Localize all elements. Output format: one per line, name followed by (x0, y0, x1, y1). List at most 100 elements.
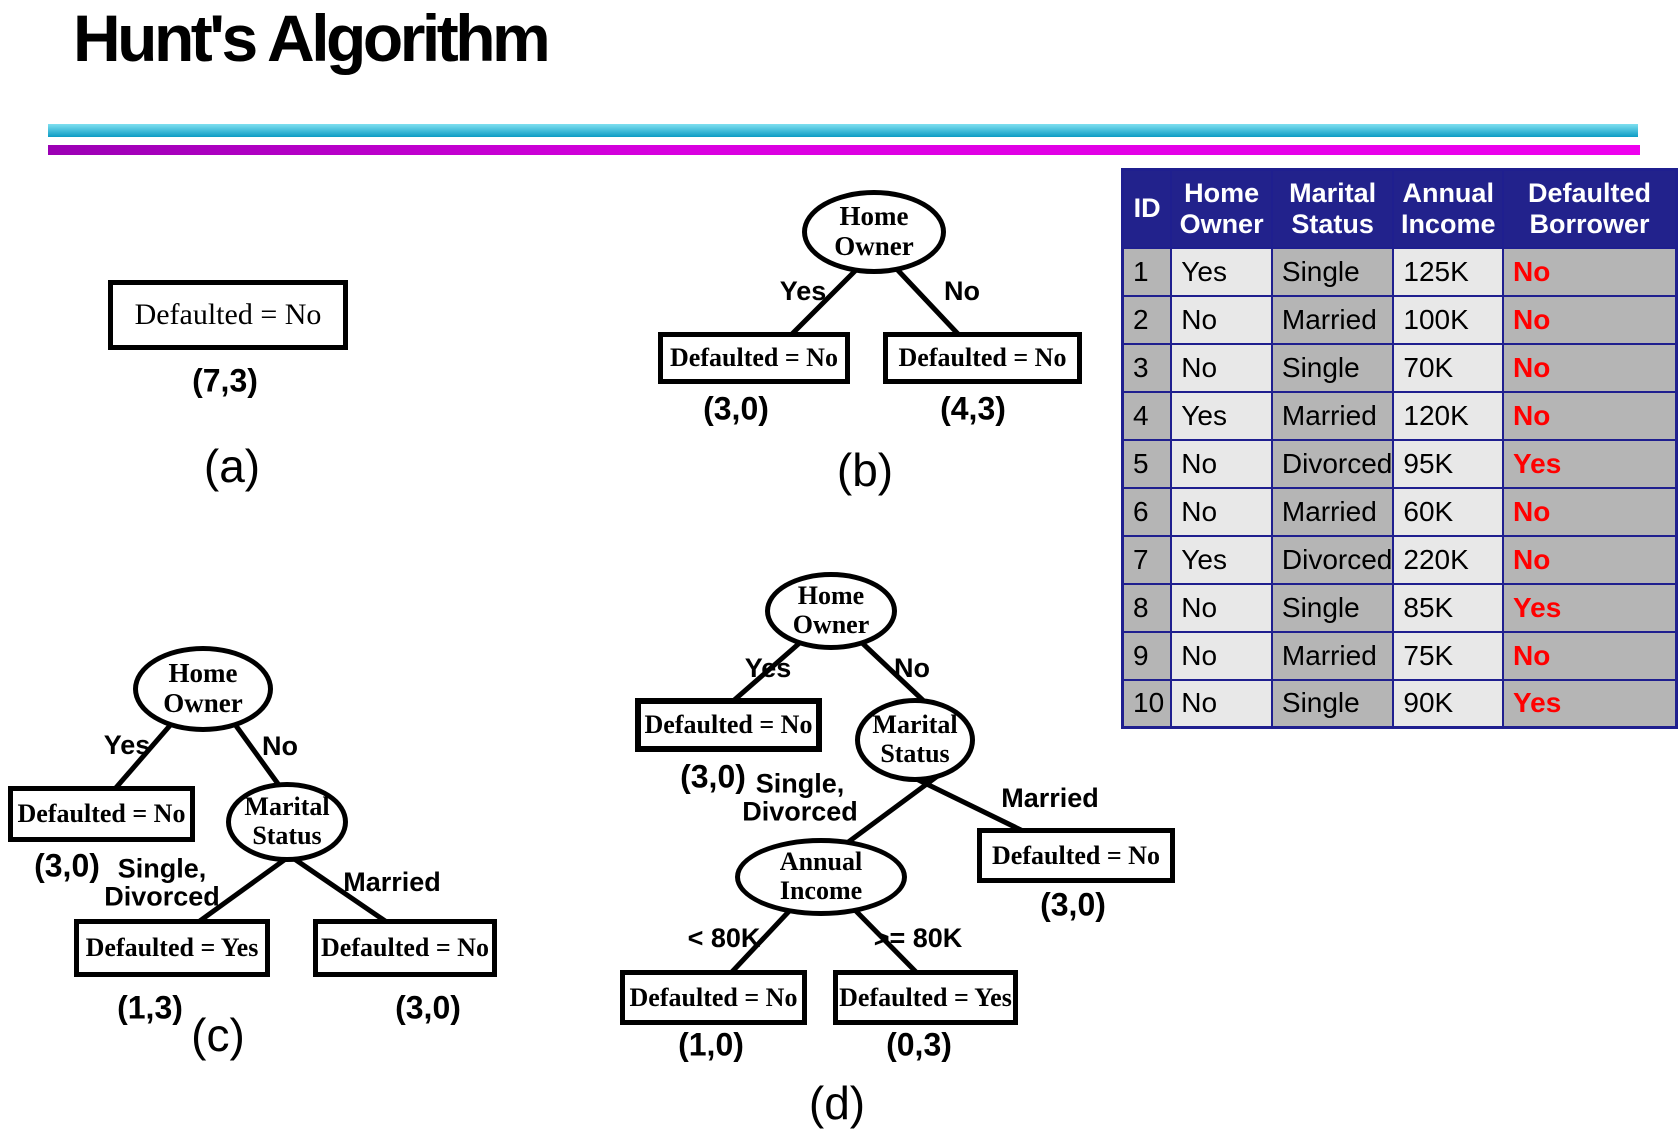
tree-d-root-line1: Home (797, 581, 865, 611)
tree-d-label: (d) (808, 1077, 866, 1129)
tree-b-leaf-no-box: Defaulted = No (883, 332, 1082, 384)
tree-d-branch-yes-line (730, 638, 805, 704)
tree-c-label: (c) (191, 1009, 245, 1061)
cell-id: 5 (1121, 438, 1173, 489)
tree-d-branch-ge80-label: >= 80K (873, 922, 963, 953)
tree-c-branch-yes-label: Yes (103, 729, 151, 760)
tree-c-marital-line2: Status (252, 821, 322, 850)
cell-marital-status: Married (1270, 486, 1395, 537)
cell-marital-status: Single (1270, 246, 1395, 297)
tree-d-marital-node: Marital Status (855, 698, 975, 782)
tree-d-marital-line2: Status (880, 739, 950, 768)
cell-marital-status: Married (1270, 630, 1395, 681)
cell-defaulted: No (1502, 630, 1678, 681)
header-defaulted-borrower: Defaulted Borrower (1502, 168, 1678, 249)
tree-d-leaf-yes-box: Defaulted = No (635, 698, 822, 752)
tree-d-marital-line1: Marital (872, 710, 958, 740)
tree-c-count-yes: (3,0) (34, 847, 100, 884)
cell-id: 6 (1121, 486, 1173, 537)
tree-c-branch-yes-line (112, 720, 175, 792)
cell-home-owner: No (1170, 294, 1273, 345)
tree-d-branch-yes-label: Yes (744, 652, 792, 683)
tree-d-count-ge80: (0,3) (886, 1026, 952, 1063)
cell-home-owner: No (1170, 582, 1273, 633)
cell-annual-income: 90K (1392, 678, 1505, 729)
cell-home-owner: Yes (1170, 534, 1273, 585)
tree-d-leaf-lt80-box: Defaulted = No (620, 970, 807, 1025)
tree-b-branch-yes-line (790, 262, 864, 336)
cell-id: 1 (1121, 246, 1173, 297)
tree-d-annual-line2: Income (779, 876, 863, 905)
tree-a-leaf-box: Defaulted = No (108, 280, 348, 350)
cell-annual-income: 60K (1392, 486, 1505, 537)
tree-d-root-node: Home Owner (765, 572, 897, 650)
tree-b-root-line2: Owner (834, 231, 914, 261)
tree-b-branch-no-label: No (944, 275, 980, 306)
cell-defaulted: Yes (1502, 678, 1678, 729)
tree-c-branch-no-line (231, 721, 284, 790)
cell-annual-income: 70K (1392, 342, 1505, 393)
tree-c-count-single: (1,3) (117, 989, 183, 1026)
cell-defaulted: No (1502, 390, 1678, 441)
cell-defaulted: No (1502, 342, 1678, 393)
tree-c-leaf-yes-box: Defaulted = No (8, 786, 195, 842)
cell-home-owner: No (1170, 630, 1273, 681)
cell-id: 7 (1121, 534, 1173, 585)
cell-defaulted: No (1502, 486, 1678, 537)
tree-b-branch-yes-label: Yes (779, 275, 827, 306)
tree-c-branch-married-label: Married (343, 866, 441, 897)
table-header-row: ID Home Owner Marital Status Annual Inco… (1121, 168, 1678, 249)
tree-a-label: (a) (203, 440, 261, 492)
cell-defaulted: Yes (1502, 582, 1678, 633)
table-row: 1 Yes Single 125K No (1121, 246, 1678, 297)
cell-annual-income: 85K (1392, 582, 1505, 633)
tree-d-branch-ge80-line (850, 905, 920, 976)
tree-c-branch-no-label: No (262, 730, 298, 761)
cell-home-owner: No (1170, 438, 1273, 489)
tree-c-root-node: Home Owner (133, 646, 273, 732)
tree-b-branch-no-line (890, 262, 960, 336)
table-row: 9 No Married 75K No (1121, 630, 1678, 681)
tree-c-root-line1: Home (168, 658, 238, 689)
cell-defaulted: No (1502, 534, 1678, 585)
divider-line-cyan (48, 124, 1638, 137)
cell-id: 10 (1121, 678, 1173, 729)
cell-id: 9 (1121, 630, 1173, 681)
tree-c-leaf-single-box: Defaulted = Yes (74, 919, 270, 977)
tree-d-branch-lt80-label: < 80K (687, 922, 761, 953)
table-row: 8 No Single 85K Yes (1121, 582, 1678, 633)
cell-marital-status: Single (1270, 678, 1395, 729)
cell-marital-status: Single (1270, 582, 1395, 633)
tree-c-branch-single-label: Single, Divorced (104, 854, 220, 911)
cell-defaulted: No (1502, 294, 1678, 345)
cell-annual-income: 220K (1392, 534, 1505, 585)
tree-d-count-lt80: (1,0) (678, 1026, 744, 1063)
header-home-owner: Home Owner (1170, 168, 1273, 249)
tree-d-annual-node: Annual Income (735, 838, 907, 916)
tree-d-branch-single-line1: Single, (755, 768, 845, 799)
cell-annual-income: 95K (1392, 438, 1505, 489)
cell-marital-status: Single (1270, 342, 1395, 393)
cell-annual-income: 125K (1392, 246, 1505, 297)
table-row: 3 No Single 70K No (1121, 342, 1678, 393)
header-id: ID (1121, 168, 1173, 249)
tree-d-branch-lt80-line (728, 905, 795, 976)
training-data-table: ID Home Owner Marital Status Annual Inco… (1121, 168, 1678, 729)
cell-annual-income: 75K (1392, 630, 1505, 681)
divider-line-magenta (48, 145, 1640, 155)
cell-marital-status: Divorced (1270, 438, 1395, 489)
tree-d-count-yes: (3,0) (680, 758, 746, 795)
tree-b-leaf-yes-box: Defaulted = No (658, 332, 850, 384)
cell-id: 2 (1121, 294, 1173, 345)
tree-d-branch-no-line (857, 638, 930, 707)
cell-id: 3 (1121, 342, 1173, 393)
cell-home-owner: No (1170, 486, 1273, 537)
cell-marital-status: Divorced (1270, 534, 1395, 585)
tree-d-count-married: (3,0) (1040, 886, 1106, 923)
cell-marital-status: Married (1270, 390, 1395, 441)
tree-d-branch-single-label: Single, Divorced (742, 768, 858, 826)
tree-d-leaf-ge80-box: Defaulted = Yes (833, 970, 1018, 1025)
tree-b-label: (b) (836, 444, 894, 496)
cell-home-owner: Yes (1170, 246, 1273, 297)
table-row: 7 Yes Divorced 220K No (1121, 534, 1678, 585)
